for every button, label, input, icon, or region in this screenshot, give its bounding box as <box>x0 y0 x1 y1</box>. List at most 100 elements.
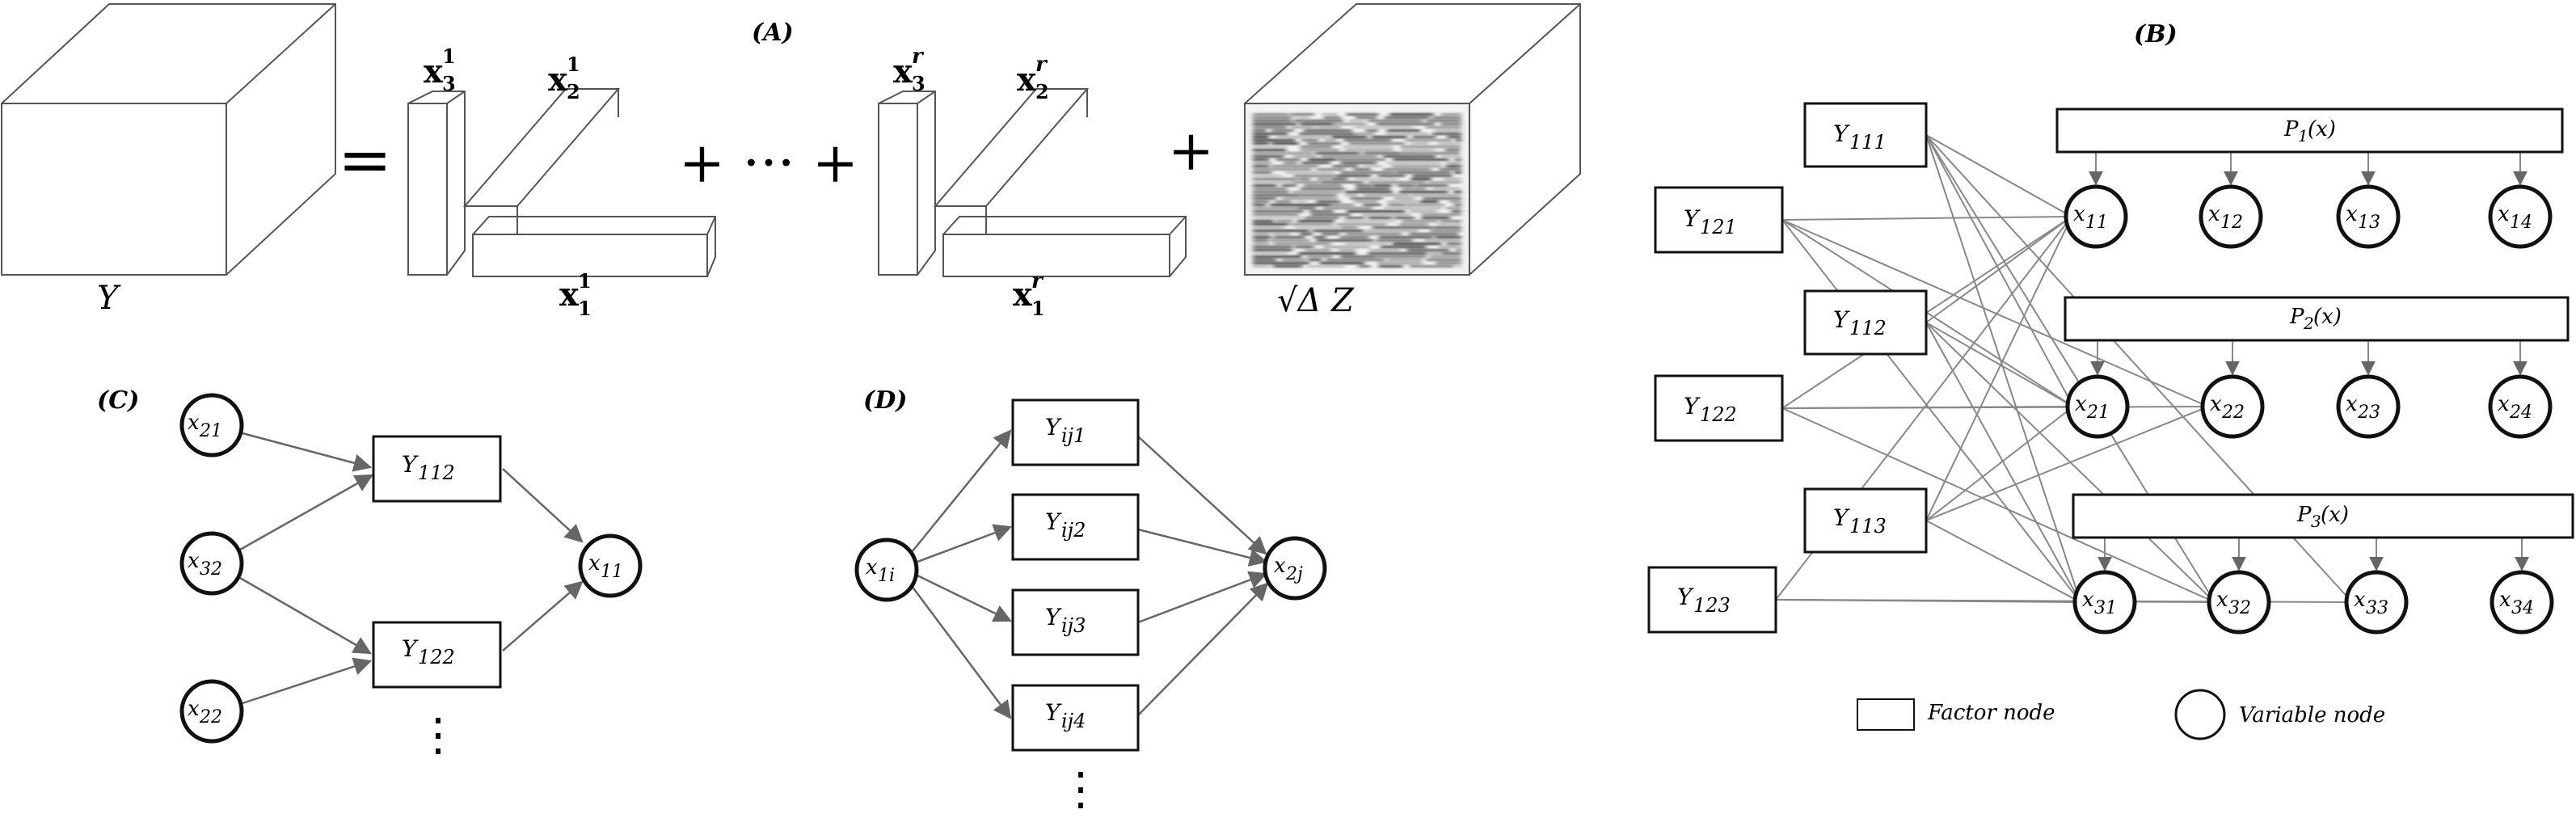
noise-stroke <box>1436 223 1461 226</box>
noise-stroke <box>1253 145 1288 148</box>
noise-stroke <box>1368 249 1402 251</box>
noise-stroke <box>1387 259 1423 261</box>
svg-text:34: 34 <box>2511 598 2534 618</box>
svg-text:Y: Y <box>1677 584 1694 610</box>
noise-stroke <box>1253 262 1309 264</box>
noise-stroke <box>1253 259 1277 261</box>
noise-stroke <box>1376 123 1435 125</box>
svg-text:Y: Y <box>1684 393 1701 420</box>
noise-stroke <box>1253 217 1304 219</box>
noise-stroke <box>1358 265 1371 268</box>
factor-variable-edge <box>1925 406 2209 521</box>
factor-variable-edge <box>1925 216 2072 521</box>
noise-stroke <box>1439 168 1461 171</box>
factor-node-Y121: Y 121 <box>1654 186 1784 254</box>
noise-stroke <box>1253 129 1267 132</box>
noise-stroke <box>1405 139 1452 141</box>
svg-text:x: x <box>188 411 200 435</box>
svg-text:21: 21 <box>2086 403 2110 423</box>
factor-variable-edge <box>1925 322 2081 603</box>
prior-box-P3: P 3 (x) <box>2072 493 2574 539</box>
svg-text:1i: 1i <box>878 566 895 586</box>
noise-stroke <box>1253 230 1310 232</box>
noise-stroke <box>1253 158 1270 161</box>
noise-stroke <box>1397 184 1415 187</box>
noise-stroke <box>1253 223 1288 226</box>
noise-stroke <box>1295 200 1308 203</box>
noise-stroke <box>1432 133 1461 135</box>
noise-stroke <box>1253 188 1288 190</box>
noise-stroke <box>1383 207 1443 209</box>
svg-text:21: 21 <box>199 421 222 441</box>
noise-stroke <box>1275 220 1293 222</box>
svg-text:Y: Y <box>1833 504 1850 531</box>
tensor-y-label: Y <box>97 280 121 317</box>
noise-stroke <box>1315 152 1360 154</box>
panel-c-label: (C) <box>97 386 139 415</box>
svg-text:33: 33 <box>2366 598 2388 618</box>
d-ellipsis: ⋮ <box>1058 763 1103 816</box>
svg-text:x: x <box>2498 202 2510 226</box>
noise-stroke <box>1297 207 1317 209</box>
svg-text:x: x <box>2498 392 2510 416</box>
noise-stroke <box>1345 242 1390 245</box>
noise-stroke <box>1321 155 1378 158</box>
noise-stroke <box>1253 220 1274 222</box>
noise-stroke <box>1322 246 1370 248</box>
noise-stroke <box>1434 129 1461 132</box>
c-ellipsis: ⋮ <box>415 709 461 761</box>
panel-c: (C) x 21 x 32 x 22 x 11 <box>97 386 643 761</box>
x1-r-label: x 1 r <box>1013 269 1045 320</box>
noise-stroke <box>1290 223 1334 226</box>
noise-stroke <box>1316 200 1341 203</box>
noise-stroke <box>1425 126 1461 129</box>
svg-text:ij1: ij1 <box>1061 424 1086 447</box>
factor-variable-edge <box>1925 134 2081 603</box>
noise-stroke <box>1388 204 1405 206</box>
svg-text:r: r <box>1031 269 1044 293</box>
d-var-x2j: x 2j <box>1263 536 1327 601</box>
noise-stroke <box>1253 210 1304 213</box>
noise-stroke <box>1253 207 1297 209</box>
noise-stroke <box>1253 239 1269 242</box>
svg-text:14: 14 <box>2510 213 2532 233</box>
noise-stroke <box>1335 223 1387 226</box>
noise-stroke <box>1393 158 1449 161</box>
noise-stroke <box>1368 252 1427 255</box>
d-factor-Yij1: Y ij1 <box>1011 398 1140 466</box>
prior-box-P2: P 2 (x) <box>2064 296 2570 342</box>
d-factor-Yij2: Y ij2 <box>1011 493 1140 561</box>
factor-variable-edge <box>1781 219 2081 603</box>
noise-stroke <box>1292 191 1343 193</box>
svg-text:123: 123 <box>1693 594 1731 617</box>
noise-stroke <box>1362 165 1383 167</box>
noise-stroke <box>1253 236 1271 238</box>
x1-1-label: x 1 1 <box>559 269 592 320</box>
noise-stroke <box>1253 204 1267 206</box>
noise-stroke <box>1323 116 1342 119</box>
noise-stroke <box>1253 255 1302 258</box>
noise-stroke <box>1378 236 1434 238</box>
svg-text:3: 3 <box>442 72 456 95</box>
noise-stroke <box>1385 162 1441 164</box>
svg-text:x: x <box>1017 61 1037 99</box>
svg-text:x: x <box>2346 202 2358 226</box>
noise-stroke <box>1316 168 1345 171</box>
noise-stroke <box>1275 200 1292 203</box>
noise-stroke <box>1445 207 1461 209</box>
prior-arrows <box>2089 152 2529 571</box>
noise-stroke <box>1412 175 1452 177</box>
c-var-x22: x 22 <box>179 679 244 744</box>
noise-stroke <box>1456 265 1461 268</box>
noise-stroke <box>1297 220 1334 222</box>
noise-stroke <box>1294 116 1309 119</box>
noise-stroke <box>1331 136 1368 138</box>
noise-stroke <box>1340 171 1395 174</box>
noise-stroke <box>1294 246 1314 248</box>
noise-stroke <box>1281 197 1339 200</box>
noise-stroke <box>1365 129 1379 132</box>
